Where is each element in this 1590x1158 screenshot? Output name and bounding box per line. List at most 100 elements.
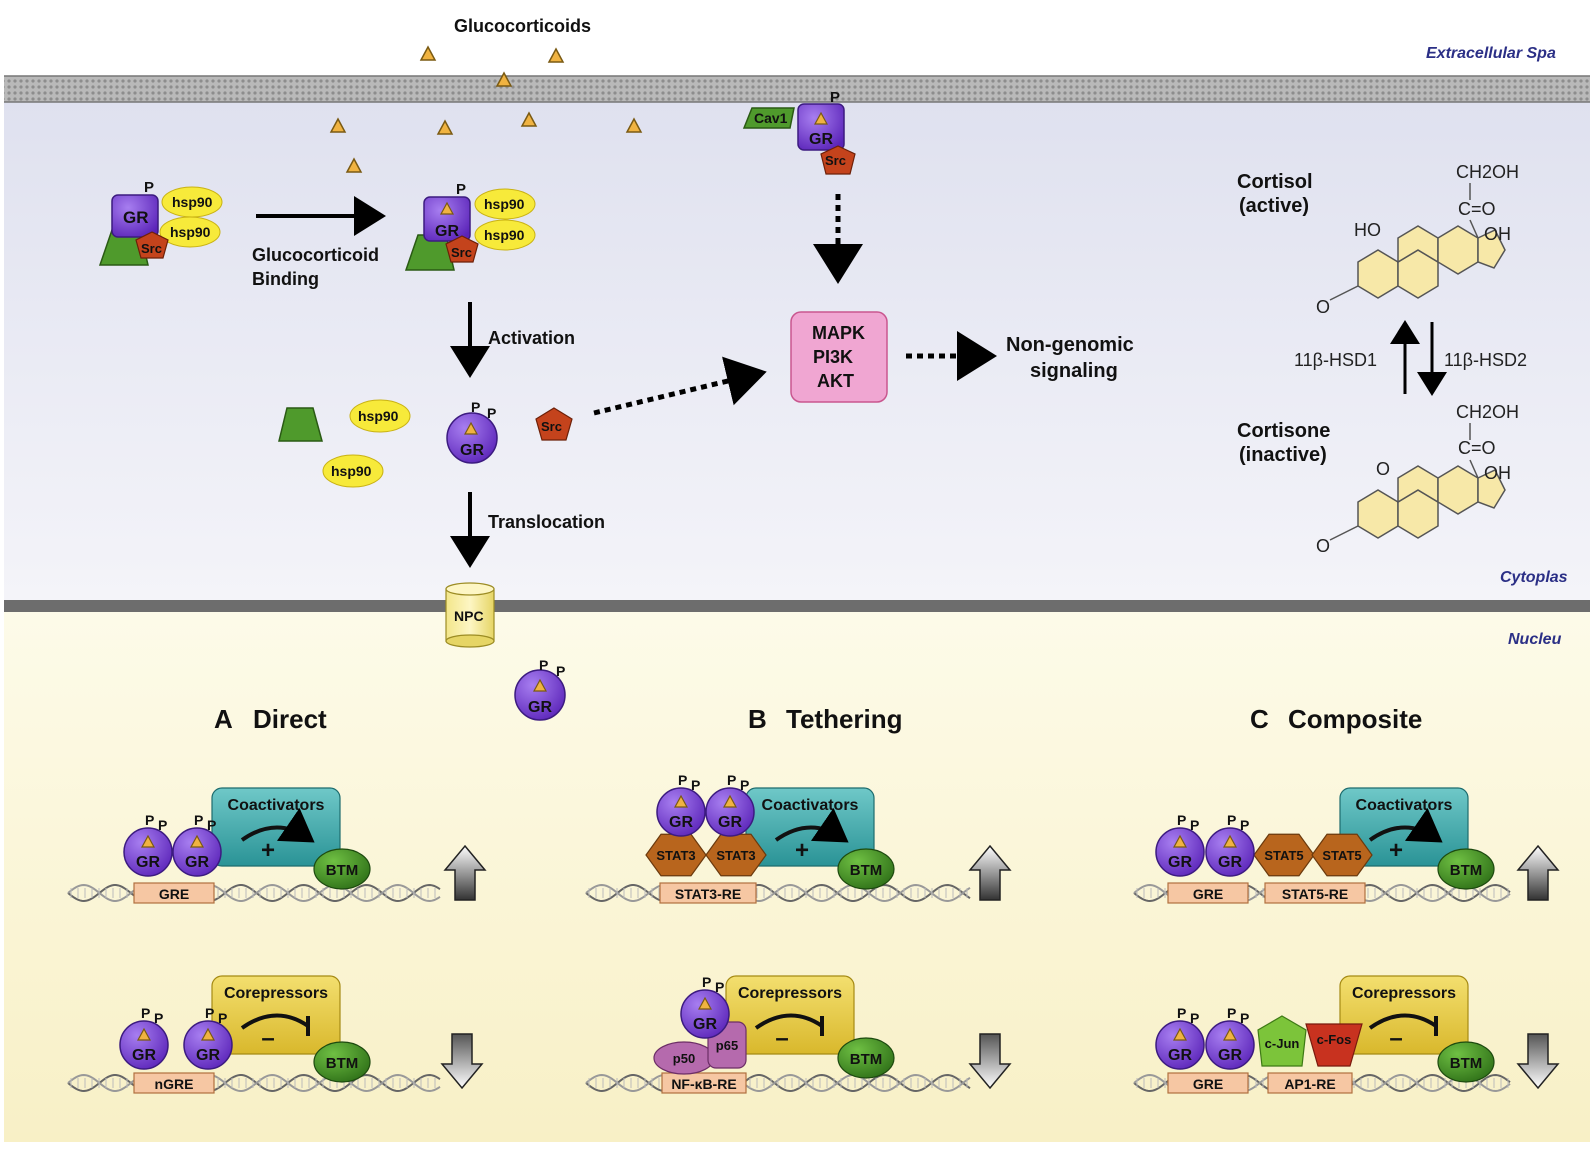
- gr-label: GR: [136, 854, 160, 871]
- svg-text:P: P: [556, 663, 565, 679]
- response-element: STAT3-RE: [659, 882, 757, 904]
- free-src: Src: [535, 407, 573, 441]
- svg-text:P: P: [471, 399, 480, 415]
- svg-text:P: P: [539, 657, 548, 673]
- phospho-label: P: [205, 1005, 214, 1021]
- nongenomic-label-2: signaling: [1030, 360, 1118, 382]
- binding-label-2: Binding: [252, 269, 319, 289]
- response-element-label: STAT3-RE: [675, 886, 741, 902]
- corepressors: Corepressors –: [725, 975, 855, 1055]
- svg-text:hsp90: hsp90: [358, 408, 399, 424]
- downregulation-arrow-icon: [968, 1033, 1012, 1090]
- response-element: NF-κB-RE: [661, 1072, 747, 1094]
- btm-label: BTM: [850, 1051, 883, 1068]
- panel-a-letter: A: [214, 704, 233, 734]
- extracellular-label: Extracellular Spa: [1426, 45, 1556, 62]
- response-element: STAT5-RE: [1264, 882, 1366, 904]
- svg-text:CH2OH: CH2OH: [1456, 162, 1519, 182]
- svg-text:P: P: [487, 405, 496, 421]
- panel-a-title: Direct: [253, 704, 327, 734]
- extracellular-space: [0, 0, 1590, 78]
- phospho-label: P: [678, 772, 687, 788]
- btm: BTM: [1437, 1041, 1495, 1083]
- gr-label: GR: [185, 854, 209, 871]
- binding-label: Glucocorticoid: [252, 245, 379, 265]
- phospho-label: P: [702, 974, 711, 990]
- cofactor-label: Corepressors: [738, 985, 842, 1002]
- cortisone-label: Cortisone: [1237, 420, 1330, 442]
- nuclear-envelope: [4, 600, 1590, 612]
- corepressors: Corepressors–: [1339, 975, 1469, 1055]
- btm: BTM: [313, 1041, 371, 1083]
- tf-label: STAT5: [1322, 848, 1361, 863]
- cofactor-sign: +: [261, 837, 275, 864]
- tf-label: STAT3: [656, 848, 695, 863]
- downregulation-arrow-icon: [1516, 1033, 1560, 1090]
- response-element-label: STAT5-RE: [1282, 886, 1348, 902]
- cortisol-label: Cortisol: [1237, 171, 1313, 193]
- btm: BTM: [1437, 848, 1495, 890]
- btm: BTM: [837, 1037, 895, 1079]
- phospho-label: P: [158, 817, 167, 833]
- response-element-label: GRE: [1193, 886, 1223, 902]
- svg-text:P: P: [830, 89, 840, 106]
- panel-c-title: Composite: [1288, 704, 1422, 734]
- svg-text:hsp90: hsp90: [172, 194, 213, 210]
- phospho-label: P: [194, 812, 203, 828]
- cofactor-label: Corepressors: [224, 985, 328, 1002]
- upregulation-arrow-icon: [1516, 844, 1560, 901]
- transcription-factor: STAT5: [1253, 833, 1315, 877]
- coactivators: Coactivators+: [211, 787, 341, 867]
- enzyme-hsd2: 11β-HSD2: [1444, 350, 1527, 370]
- cell-membrane: [4, 76, 1590, 102]
- svg-text:C=O: C=O: [1458, 199, 1496, 219]
- activation-label: Activation: [488, 328, 575, 348]
- btm: BTM: [313, 848, 371, 890]
- cytoplasm-label: Cytoplas: [1500, 569, 1568, 586]
- downregulation-arrow-icon: [440, 1033, 484, 1090]
- translocation-label: Translocation: [488, 512, 605, 532]
- panel-c-letter: C: [1250, 704, 1269, 734]
- hsd-interconversion: 11β-HSD1 11β-HSD2: [1294, 320, 1527, 396]
- phospho-label: P: [740, 777, 749, 793]
- response-element-label: NF-κB-RE: [671, 1076, 736, 1092]
- phospho-label: P: [1177, 1005, 1186, 1021]
- phospho-label: P: [1240, 1010, 1249, 1026]
- btm-label: BTM: [326, 1055, 359, 1072]
- kinase-box: MAPK PI3K AKT: [790, 311, 888, 403]
- tf-label: STAT3: [716, 848, 755, 863]
- dissociated-hsp90: hsp90 hsp90: [322, 399, 411, 488]
- cortisol-structure: Cortisol (active) CH2OH C=O OH HO O: [1237, 162, 1519, 317]
- kinase-pi3k: PI3K: [813, 347, 853, 367]
- activated-gr: GR P P: [446, 399, 498, 464]
- cofactor-sign: –: [775, 1025, 788, 1052]
- cfos-label: c-Fos: [1317, 1032, 1352, 1047]
- upregulation-arrow-icon: [968, 844, 1012, 901]
- gr-label: GR: [132, 1047, 156, 1064]
- phospho-label: P: [145, 812, 154, 828]
- phospho-label: P: [141, 1005, 150, 1021]
- btm-label: BTM: [1450, 1055, 1483, 1072]
- response-element: nGRE: [133, 1072, 215, 1094]
- panel-b-letter: B: [748, 704, 767, 734]
- glucocorticoids-label: Glucocorticoids: [454, 16, 591, 36]
- btm-label: BTM: [326, 862, 359, 879]
- src-signaling-arrow: [593, 356, 767, 416]
- svg-text:hsp90: hsp90: [331, 463, 372, 479]
- svg-text:OH: OH: [1484, 224, 1511, 244]
- nuclear-gr: GR P P: [514, 657, 566, 721]
- svg-text:Cav1: Cav1: [754, 110, 788, 126]
- ligand-icon: [140, 834, 156, 848]
- cofactor-label: Coactivators: [1356, 797, 1453, 814]
- ligand-icon: [1222, 1027, 1238, 1041]
- phospho-label: P: [218, 1010, 227, 1026]
- coactivators: Coactivators+: [1339, 787, 1469, 867]
- svg-text:Src: Src: [541, 419, 562, 434]
